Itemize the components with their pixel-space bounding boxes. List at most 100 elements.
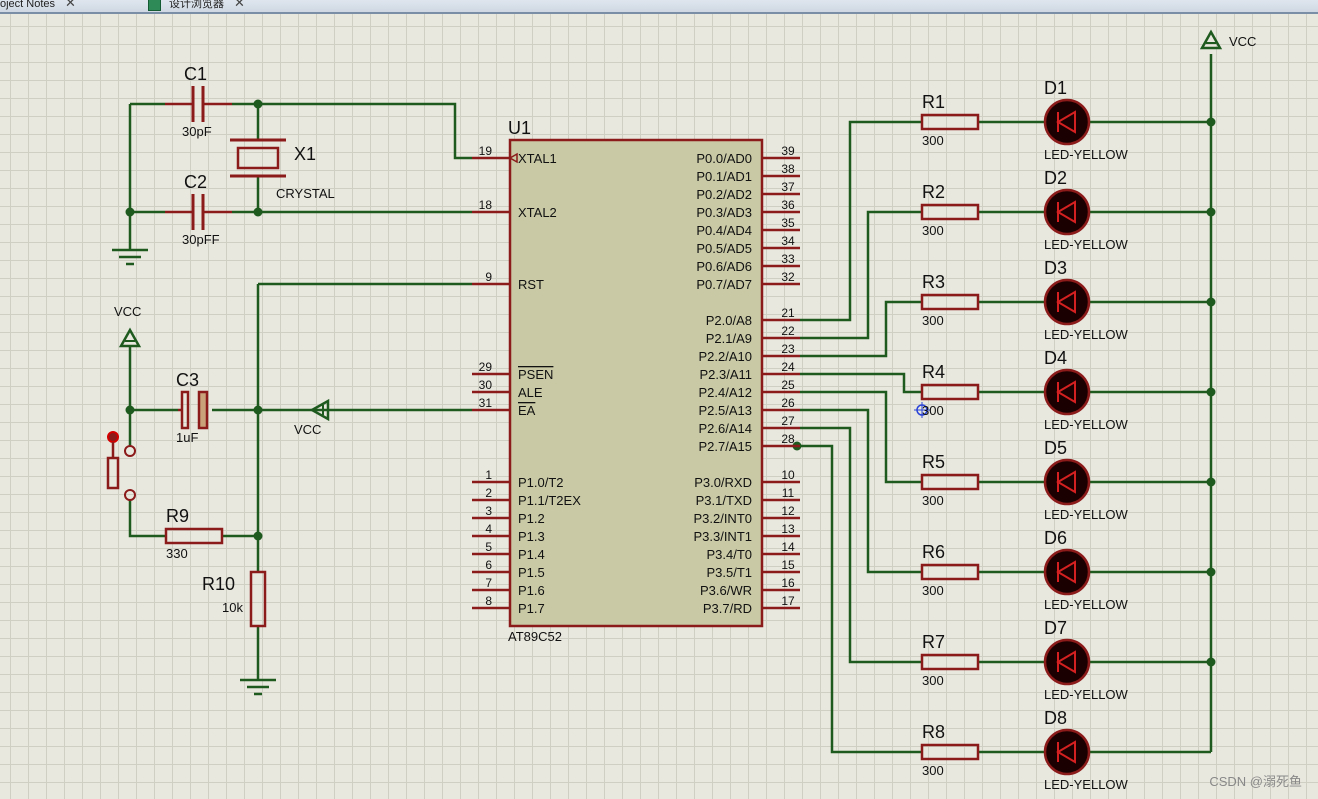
push-button[interactable] <box>106 456 120 490</box>
pin-number: 22 <box>781 324 795 338</box>
pin-name: P1.7 <box>518 601 545 616</box>
resistor-r2[interactable] <box>920 203 980 221</box>
junction-dot <box>1206 567 1216 577</box>
tab-design-explorer[interactable]: 设计浏览器 ✕ <box>148 0 245 11</box>
pin-number: 2 <box>485 486 492 500</box>
wire-p2-6 <box>800 426 922 664</box>
design-explorer-icon <box>148 0 161 11</box>
led-d7[interactable] <box>1043 638 1091 686</box>
resistor-ref: R4 <box>922 362 945 382</box>
resistor-r7[interactable] <box>920 653 980 671</box>
led-value: LED-YELLOW <box>1044 327 1129 342</box>
vcc-arrow-reset <box>118 327 142 348</box>
wire-p2-7 <box>800 444 922 754</box>
resistor-r5[interactable] <box>920 473 980 491</box>
c1-ref: C1 <box>184 64 207 84</box>
led-d8[interactable] <box>1043 728 1091 776</box>
led-triangle <box>1056 470 1076 494</box>
pin-number: 23 <box>781 342 795 356</box>
vcc-label: VCC <box>114 304 141 319</box>
pin-name: ALE <box>518 385 543 400</box>
resistor-r8[interactable] <box>920 743 980 761</box>
junction-dot <box>1206 117 1216 127</box>
led-d2[interactable] <box>1043 188 1091 236</box>
tab-label: 设计浏览器 <box>169 0 224 10</box>
junction-dot <box>253 531 263 541</box>
capacitor-c2[interactable] <box>191 194 205 230</box>
button-contact <box>124 445 136 457</box>
pin-name: P1.2 <box>518 511 545 526</box>
junction-dot <box>125 207 135 217</box>
led-d1[interactable] <box>1043 98 1091 146</box>
pin-number: 4 <box>485 522 492 536</box>
pin-number: 21 <box>781 306 795 320</box>
ground-symbol <box>112 248 148 266</box>
r9-value: 330 <box>166 546 188 561</box>
resistor-ref: R8 <box>922 722 945 742</box>
wire-xtal1 <box>232 102 472 160</box>
resistor-r3[interactable] <box>920 293 980 311</box>
pin-name: P3.1/TXD <box>696 493 752 508</box>
pin-name: P0.0/AD0 <box>696 151 752 166</box>
resistor-r6[interactable] <box>920 563 980 581</box>
pin-name: P1.6 <box>518 583 545 598</box>
pin-name: P2.4/A12 <box>699 385 753 400</box>
pin-name: XTAL1 <box>518 151 557 166</box>
close-icon[interactable]: ✕ <box>234 0 245 10</box>
pin-name: P3.4/T0 <box>706 547 752 562</box>
resistor-r9[interactable] <box>164 527 224 545</box>
pin-number: 8 <box>485 594 492 608</box>
button-actuator[interactable] <box>107 431 119 443</box>
led-d6[interactable] <box>1043 548 1091 596</box>
led-d3[interactable] <box>1043 278 1091 326</box>
pin-number: 6 <box>485 558 492 572</box>
resistor-r4[interactable] <box>920 383 980 401</box>
pin-name: P0.1/AD1 <box>696 169 752 184</box>
junction-dot <box>1206 297 1216 307</box>
pin-name: P2.7/A15 <box>699 439 753 454</box>
mcu-body[interactable] <box>508 138 764 628</box>
pin-number: 30 <box>479 378 493 392</box>
pin-name: PSEN <box>518 367 553 382</box>
pin-name: P1.5 <box>518 565 545 580</box>
pin-number: 5 <box>485 540 492 554</box>
led-triangle <box>1056 200 1076 224</box>
capacitor-c1[interactable] <box>191 86 205 122</box>
tab-project-notes[interactable]: oject Notes✕ <box>0 0 76 11</box>
x1-value: CRYSTAL <box>276 186 335 201</box>
led-value: LED-YELLOW <box>1044 237 1129 252</box>
resistor-r10[interactable] <box>249 570 267 628</box>
pin-name: P0.5/AD5 <box>696 241 752 256</box>
mcu-part: AT89C52 <box>508 629 562 644</box>
led-d4[interactable] <box>1043 368 1091 416</box>
pin-name: P3.3/INT1 <box>693 529 752 544</box>
resistor-r1[interactable] <box>920 113 980 131</box>
vcc-arrow-leds <box>1199 29 1223 50</box>
led-triangle <box>1056 740 1076 764</box>
pin-name: P0.2/AD2 <box>696 187 752 202</box>
resistor-ref: R3 <box>922 272 945 292</box>
wire-p2-5 <box>800 408 922 574</box>
junction-dot <box>253 207 263 217</box>
crystal-x1[interactable] <box>236 146 280 170</box>
pin-name: P0.3/AD3 <box>696 205 752 220</box>
ground-symbol <box>240 678 276 696</box>
pin-number: 12 <box>781 504 795 518</box>
capacitor-c3-neg[interactable] <box>197 390 209 430</box>
pin-number: 29 <box>479 360 493 374</box>
led-ref: D5 <box>1044 438 1067 458</box>
c3-ref: C3 <box>176 370 199 390</box>
c2-value: 30pFF <box>182 232 220 247</box>
vcc-label: VCC <box>1229 34 1256 49</box>
c2-ref: C2 <box>184 172 207 192</box>
pin-number: 28 <box>781 432 795 446</box>
pin-name: P1.3 <box>518 529 545 544</box>
pin-name: RST <box>518 277 544 292</box>
led-value: LED-YELLOW <box>1044 777 1129 792</box>
junction-dot <box>1206 387 1216 397</box>
led-d5[interactable] <box>1043 458 1091 506</box>
close-icon[interactable]: ✕ <box>65 0 76 10</box>
capacitor-c3[interactable] <box>180 390 190 430</box>
pin-name: P0.7/AD7 <box>696 277 752 292</box>
pin-number: 13 <box>781 522 795 536</box>
